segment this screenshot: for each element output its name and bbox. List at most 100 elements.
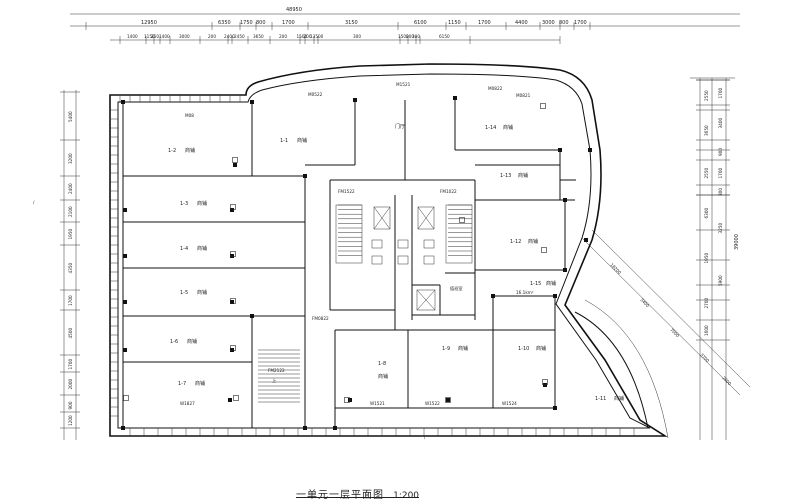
dimension-right: 300 <box>718 188 723 196</box>
column <box>348 398 352 402</box>
room-id: 1-13 <box>500 173 511 179</box>
room-1-15: 1-15 商铺 <box>530 280 556 287</box>
dimension-top-row2: 3000 <box>179 34 190 39</box>
room-id: 1-2 <box>168 148 176 154</box>
dimension-top-row2: 200 <box>208 34 216 39</box>
svg-text:/: / <box>424 435 426 440</box>
room-1-9: 1-9 商铺 <box>442 345 468 352</box>
dimension-right: 1950 <box>704 253 709 264</box>
dimension-left: 2000 <box>68 379 73 390</box>
room-label: 商铺 <box>197 245 207 252</box>
door-window-tags: M08 M0522 M1521 M0822 M0821 FM1522 FM102… <box>180 82 531 406</box>
column <box>250 314 254 318</box>
column <box>228 398 232 402</box>
break-marks: / / <box>33 200 426 440</box>
column <box>446 398 450 402</box>
dimension-top-row1: 1700 <box>574 20 587 26</box>
room-1-11: 1-11 商铺 <box>595 395 624 402</box>
dimension-top-row2: 6150 <box>439 34 450 39</box>
column-outline <box>540 103 546 109</box>
tag: W1524 <box>502 401 517 406</box>
room-1-14: 1-14 商铺 <box>485 124 513 131</box>
room-id: 1-15 <box>530 281 541 287</box>
dimension-slant: 18200 <box>609 262 622 275</box>
dimension-right: 900 <box>718 148 723 156</box>
dimension-top-row2: 2400 <box>224 34 235 39</box>
room-label: 商铺 <box>518 172 528 179</box>
dimension-slant: 7000 <box>669 327 680 338</box>
column-outline <box>230 298 236 304</box>
left-shop-block <box>122 102 306 428</box>
dimension-top-row2: 1400 <box>127 34 138 39</box>
room-label: 商铺 <box>187 338 197 345</box>
dimension-left: 900 <box>68 401 73 409</box>
column <box>123 254 127 258</box>
svg-text:/: / <box>33 200 35 205</box>
room-id: 1-10 <box>518 346 529 352</box>
room-label: 商铺 <box>546 280 556 287</box>
tag: FM2122 <box>268 368 285 373</box>
room-id: 1-4 <box>180 246 188 252</box>
dimension-top-row1: 1700 <box>478 20 491 26</box>
column-outline <box>541 247 547 253</box>
column-outline <box>230 345 236 351</box>
room-id: 1-14 <box>485 125 496 131</box>
dimension-left: 4500 <box>68 328 73 339</box>
left-dimension-lines: 5400320024002100195043501700450017002000… <box>60 90 80 440</box>
dimension-top-row1: 3150 <box>345 20 358 26</box>
room-id: 1-6 <box>170 339 178 345</box>
tag: FM0822 <box>312 316 329 321</box>
room-label: 商铺 <box>197 289 207 296</box>
dimension-left: 1700 <box>68 359 73 370</box>
stair-up-label: 上 <box>272 377 276 383</box>
dimension-top-row2: 13500 <box>310 34 324 39</box>
dimension-top-row1: 12950 <box>141 20 157 26</box>
dimension-top-row2: 300 <box>353 34 361 39</box>
window-marks <box>110 95 635 436</box>
column <box>303 174 307 178</box>
room-label: 商铺 <box>185 147 195 154</box>
column <box>553 294 557 298</box>
lobby-area: 16.1km² <box>516 290 534 295</box>
dimension-left: 4350 <box>68 263 73 274</box>
room-id: 1-12 <box>510 239 521 245</box>
column-outline <box>230 251 236 257</box>
column <box>584 238 588 242</box>
room-1-1: 1-1 商铺 <box>280 137 307 144</box>
dimension-right: 1700 <box>718 88 723 99</box>
room-label: 商铺 <box>528 238 538 245</box>
column <box>453 96 457 100</box>
column <box>333 426 337 430</box>
dimension-right-total: 39000 <box>734 234 740 250</box>
dimension-slant: 2600 <box>721 375 732 386</box>
dimension-right: 2700 <box>704 298 709 309</box>
fixture <box>397 255 409 265</box>
dimension-left: 1200 <box>68 415 73 426</box>
dimension-left: 3200 <box>68 153 73 164</box>
dimension-left: 2400 <box>68 183 73 194</box>
dimension-left: 5400 <box>68 111 73 122</box>
dimension-left: 2100 <box>68 206 73 217</box>
column-outline <box>230 204 236 210</box>
column-outline <box>233 395 239 401</box>
room-label: 商铺 <box>195 380 205 387</box>
column-outline <box>459 217 465 223</box>
dimension-top-row1: 800 <box>256 20 266 26</box>
room-id: 1-8 <box>378 361 386 367</box>
elevator-cross <box>416 289 436 311</box>
dimension-top-row2: 3650 <box>253 34 264 39</box>
dimension-top-row2: 200 <box>406 34 414 39</box>
dimension-top-row1: 3000 <box>542 20 555 26</box>
tag: W1827 <box>180 401 195 406</box>
column <box>558 148 562 152</box>
dimension-top-row1: 6100 <box>414 20 427 26</box>
column-outline <box>542 379 548 385</box>
dimension-top-row1: 1750 <box>240 20 253 26</box>
dimension-top-row2: 1150 <box>144 34 155 39</box>
tag: M0822 <box>488 86 503 91</box>
room-label: 商铺 <box>503 124 513 131</box>
room-id: 1-7 <box>178 381 186 387</box>
dimension-top-row2: 300 <box>412 34 420 39</box>
column <box>250 100 254 104</box>
